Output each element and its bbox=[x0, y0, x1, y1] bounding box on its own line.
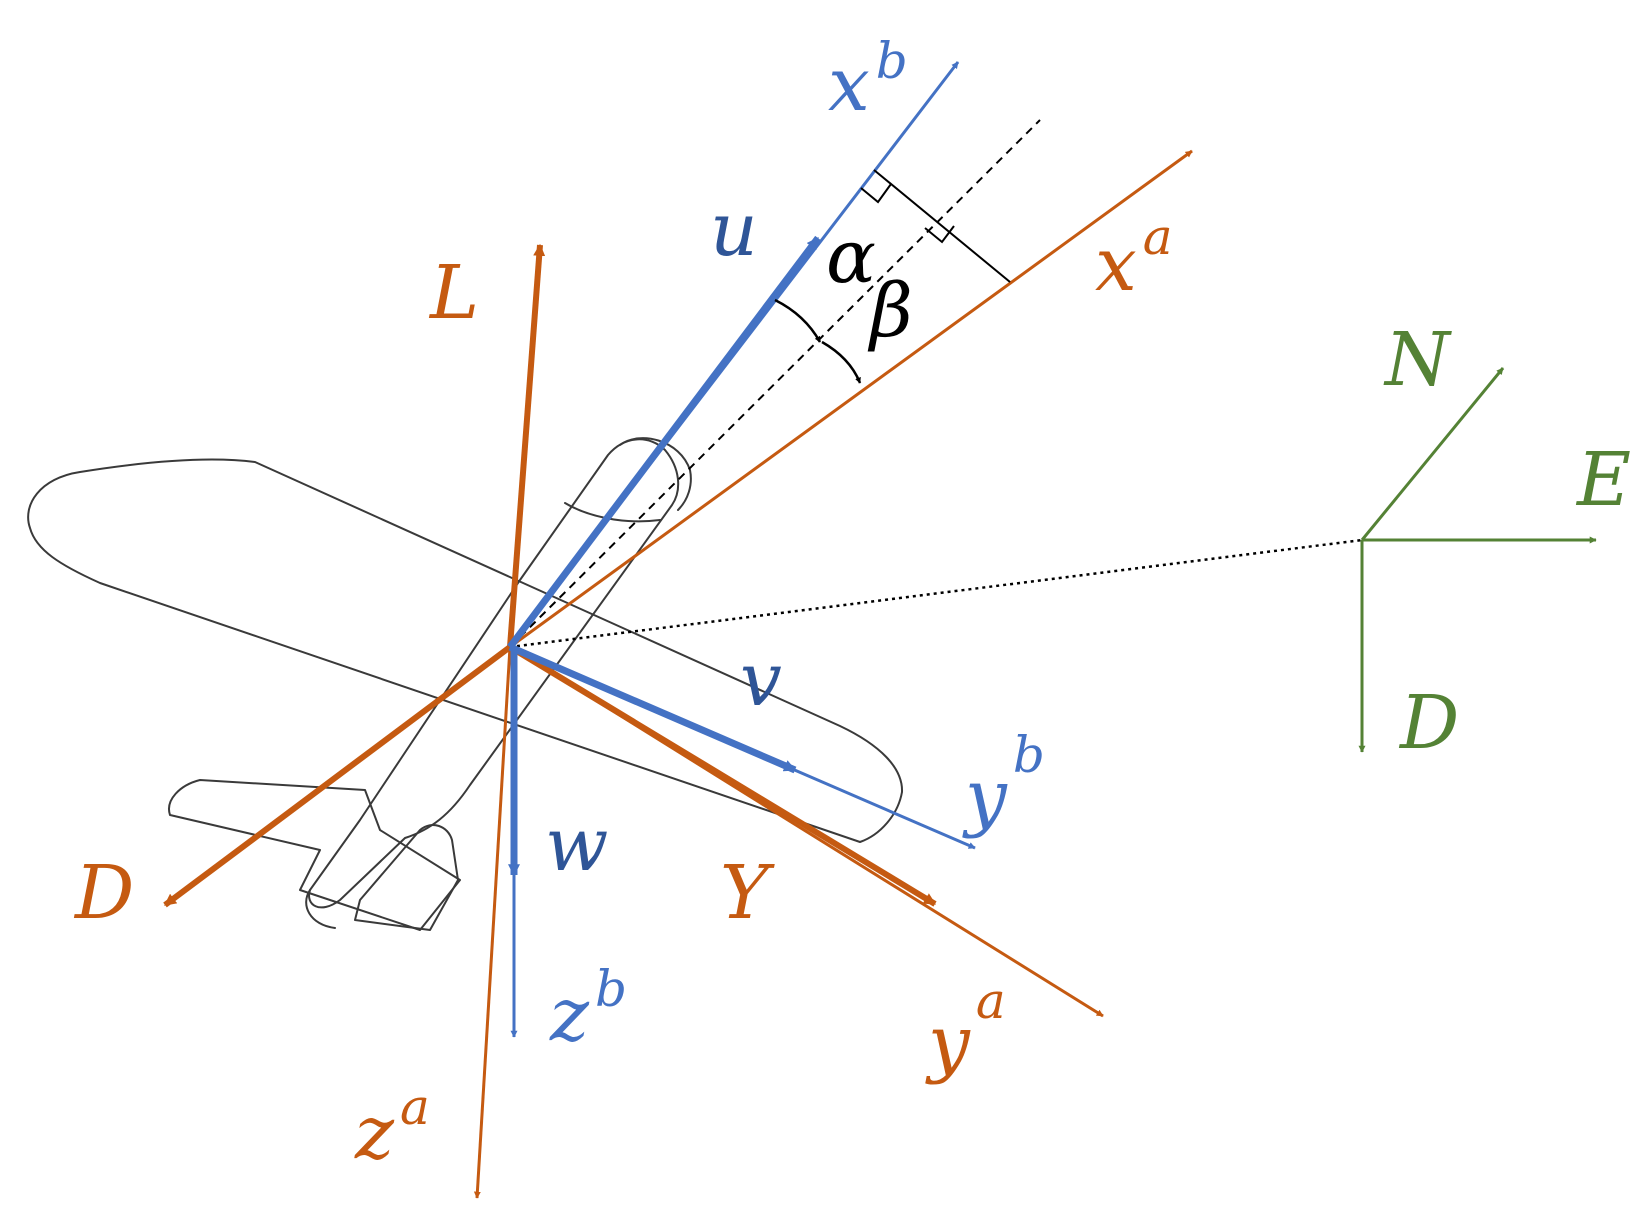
right-angle-mark-xb bbox=[860, 183, 892, 204]
xa-axis bbox=[509, 149, 1193, 649]
aircraft-fuselage bbox=[308, 438, 680, 909]
lift-vector bbox=[507, 243, 546, 648]
aircraft-horizontal-tail bbox=[168, 779, 461, 931]
alpha-arc bbox=[774, 298, 822, 343]
aircraft-outline bbox=[27, 437, 904, 931]
position-dotted-line bbox=[509, 538, 1363, 649]
u-label: u bbox=[710, 187, 758, 273]
alpha-label: α bbox=[826, 214, 876, 300]
v-velocity-vector bbox=[508, 643, 797, 774]
side-force-label: Y bbox=[720, 850, 775, 936]
east-label: E bbox=[1575, 437, 1631, 523]
aircraft-nose bbox=[619, 437, 692, 511]
north-label: N bbox=[1383, 317, 1452, 403]
north-axis bbox=[1360, 367, 1505, 541]
aircraft-vertical-tail bbox=[354, 824, 459, 931]
beta-arc bbox=[821, 340, 862, 384]
side-force-vector bbox=[508, 644, 937, 907]
right-angle-mark-dashed bbox=[924, 225, 955, 244]
perpendicular-line bbox=[873, 169, 1011, 283]
za-axis bbox=[473, 646, 512, 1199]
aircraft-wing bbox=[27, 458, 904, 843]
drag-label: D bbox=[73, 850, 134, 936]
down-label: D bbox=[1398, 680, 1459, 766]
drag-vector bbox=[163, 644, 512, 908]
beta-label: β bbox=[867, 268, 913, 354]
projection-dashed-line bbox=[509, 119, 1041, 648]
w-label: w bbox=[545, 802, 608, 888]
v-label: v bbox=[740, 637, 782, 723]
aircraft-tail-cone bbox=[305, 889, 336, 929]
lift-label: L bbox=[428, 250, 479, 336]
u-velocity-vector bbox=[507, 235, 821, 650]
